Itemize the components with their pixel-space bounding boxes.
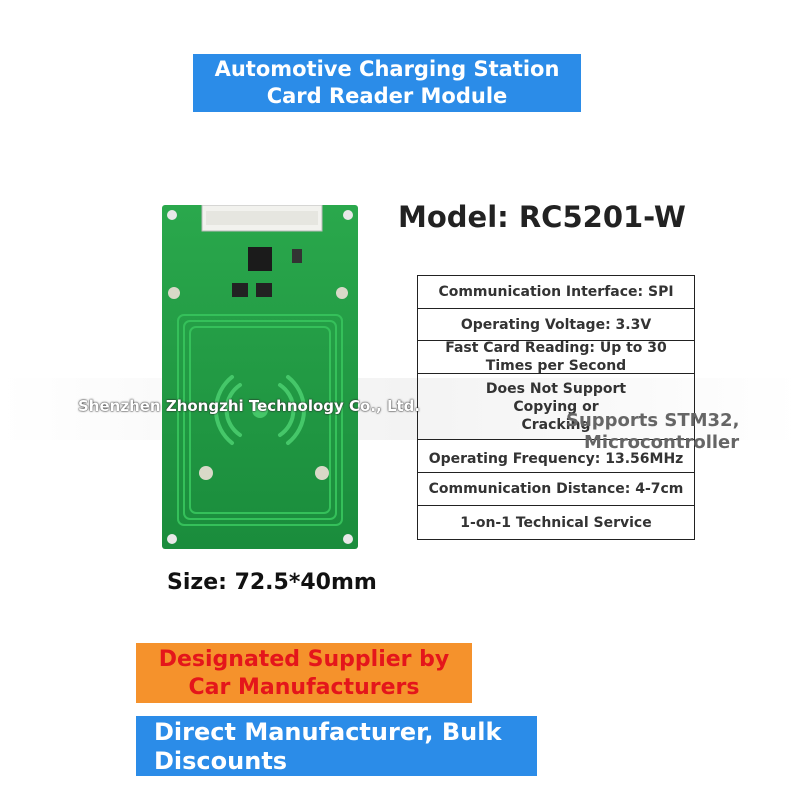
spec-row: Communication Distance: 4-7cm [418, 473, 694, 506]
spec-row: 1-on-1 Technical Service [460, 514, 652, 531]
spec-row: Operating Frequency: 13.56MHz [418, 440, 694, 473]
stm-note-line-2: Microcontroller [584, 432, 740, 453]
model-number: Model: RC5201-W [398, 200, 686, 234]
title-banner: Automotive Charging Station Card Reader … [193, 54, 581, 112]
stm-note-line-1: Supports STM32, [566, 410, 740, 431]
manufacturer-banner: Direct Manufacturer, Bulk Discounts [136, 716, 537, 776]
supplier-line-2: Car Manufacturers [188, 675, 420, 700]
spec-row: Fast Card Reading: Up to 30 Times per Se… [418, 341, 694, 374]
spec-table: Communication Interface: SPI Operating V… [417, 275, 695, 540]
card-reader-board-image [162, 205, 358, 549]
manufacturer-line-2: Discounts [154, 747, 288, 775]
company-watermark: Shenzhen Zhongzhi Technology Co., Ltd. [78, 397, 421, 415]
stm32-support-note: Supports STM32, Microcontroller [566, 410, 739, 454]
supplier-banner: Designated Supplier by Car Manufacturers [136, 643, 472, 703]
manufacturer-line-1: Direct Manufacturer, Bulk [154, 718, 502, 746]
title-line-2: Card Reader Module [266, 84, 508, 108]
spec-row: Does Not Support Copying or Cracking [418, 374, 694, 440]
size-label: Size: 72.5*40mm [167, 570, 377, 595]
spec-row: Communication Interface: SPI [418, 276, 694, 309]
title-line-1: Automotive Charging Station [214, 57, 560, 81]
spec-row: Operating Voltage: 3.3V [418, 309, 694, 341]
supplier-line-1: Designated Supplier by [158, 647, 450, 672]
background-band [0, 378, 800, 440]
